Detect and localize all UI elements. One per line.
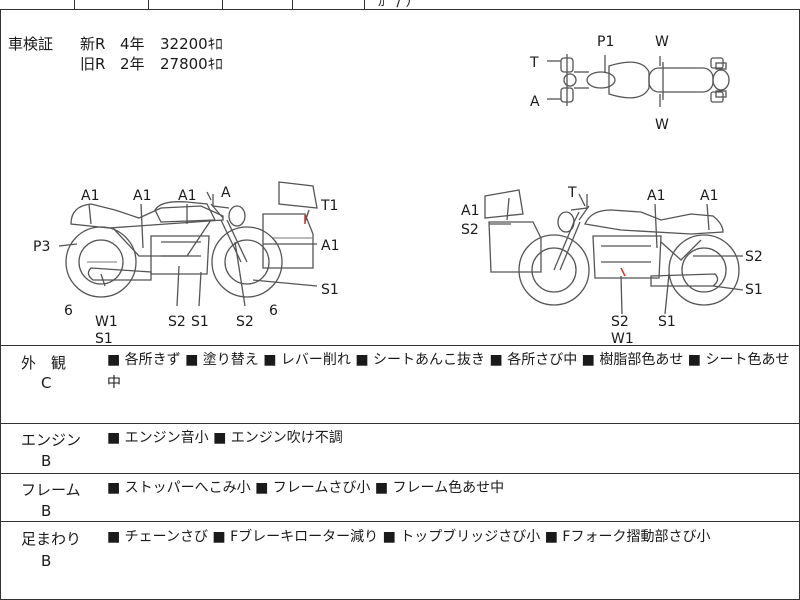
label-a1: A1 (461, 203, 479, 219)
registration-kind: 新R (80, 35, 106, 53)
label-a1: A1 (178, 188, 196, 204)
label-t: T (529, 55, 539, 71)
section-notes: ■ 各所きず ■ 塗り替え ■ レバー削れ ■ シートあんこ抜き ■ 各所さび中… (107, 352, 790, 391)
label-a: A (530, 94, 540, 110)
label-s1: S1 (745, 282, 763, 298)
label-s2: S2 (611, 314, 629, 330)
label-s1: S1 (191, 314, 209, 330)
registration-label: 車検証 (8, 35, 54, 53)
label-a1: A1 (81, 188, 99, 204)
section-title: 足まわり (21, 530, 82, 548)
label-a: A (221, 185, 231, 201)
registration-year: 4年 (120, 35, 145, 53)
motorcycle-top-view: P1 W T A W (529, 34, 730, 133)
label-p1: P1 (597, 34, 614, 50)
label-w1: W1 (95, 314, 118, 330)
label-s2: S2 (461, 222, 479, 238)
condition-sections: 外 観 C ■ 各所きず ■ 塗り替え ■ レバー削れ ■ シートあんこ抜き ■… (0, 345, 800, 600)
table-cell (74, 0, 149, 9)
registration-kind: 旧R (80, 55, 106, 73)
table-cell (148, 0, 223, 9)
label-s1: S1 (321, 282, 339, 298)
motorcycle-left-side-view: A1 A1 A1 A T1 P3 A1 S1 6 W1 S1 S2 S1 S2 … (33, 181, 339, 345)
motorcycle-sketches: P1 W T A W (33, 34, 763, 345)
label-t1: T1 (320, 198, 338, 214)
label-w: W (655, 34, 669, 50)
section-notes: ■ エンジン音小 ■ エンジン吹け不調 (107, 430, 343, 446)
section-engine: エンジン B ■ エンジン音小 ■ エンジン吹け不調 (0, 423, 800, 474)
label-w1: W1 (611, 331, 634, 345)
label-s1: S1 (95, 331, 113, 345)
section-grade: B (41, 452, 52, 470)
section-notes: ■ チェーンさび ■ Fブレーキローター減り ■ トップブリッジさび小 ■ Fフ… (107, 529, 711, 545)
cut-off-text: ｶﾞ / ） (378, 0, 420, 10)
registration-distance: 27800ｷﾛ (160, 55, 223, 73)
table-cell (292, 0, 365, 9)
registration-distance: 32200ｷﾛ (160, 35, 223, 53)
section-grade: C (41, 374, 52, 392)
label-s2: S2 (745, 249, 763, 265)
label-6: 6 (269, 303, 278, 319)
section-frame: フレーム B ■ ストッパーへこみ小 ■ フレームさび小 ■ フレーム色あせ中 (0, 473, 800, 522)
damage-marks (304, 215, 626, 277)
label-t: T (567, 185, 577, 201)
table-cell (364, 0, 365, 9)
table-cell (222, 0, 293, 9)
label-s1: S1 (658, 314, 676, 330)
label-a1: A1 (133, 188, 151, 204)
label-p3: P3 (33, 239, 50, 255)
label-6: 6 (64, 303, 73, 319)
section-title: フレーム (21, 481, 81, 499)
registration-year: 2年 (120, 55, 145, 73)
section-grade: B (41, 502, 52, 520)
section-exterior: 外 観 C ■ 各所きず ■ 塗り替え ■ レバー削れ ■ シートあんこ抜き ■… (0, 345, 800, 424)
label-a1: A1 (321, 238, 339, 254)
inspection-diagram-area: 車検証 新R 4年 32200ｷﾛ 旧R 2年 27800ｷﾛ (0, 10, 800, 345)
motorcycle-right-side-view: A1 S2 T A1 A1 S2 S1 S2 W1 S1 (461, 185, 763, 345)
section-grade: B (41, 552, 52, 570)
section-suspension: 足まわり B ■ チェーンさび ■ Fブレーキローター減り ■ トップブリッジさ… (0, 521, 800, 600)
label-s2: S2 (168, 314, 186, 330)
label-a1: A1 (700, 188, 718, 204)
section-title: 外 観 (21, 354, 67, 372)
section-notes: ■ ストッパーへこみ小 ■ フレームさび小 ■ フレーム色あせ中 (107, 480, 505, 496)
label-w: W (655, 117, 669, 133)
section-title: エンジン (21, 431, 82, 449)
label-a1: A1 (647, 188, 665, 204)
label-s2: S2 (236, 314, 254, 330)
top-table-edge: ｶﾞ / ） (0, 0, 800, 10)
